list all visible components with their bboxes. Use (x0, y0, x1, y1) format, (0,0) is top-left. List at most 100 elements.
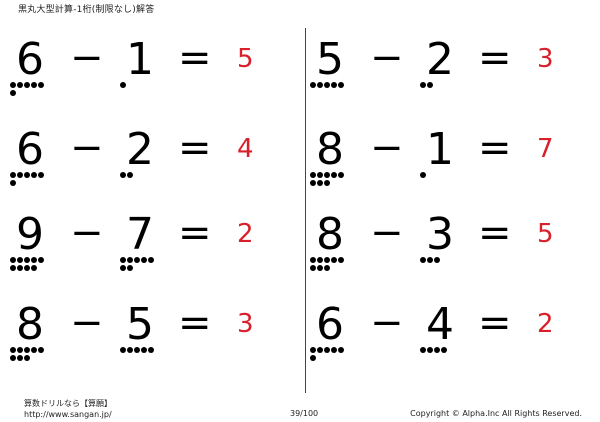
equals-sign: = (178, 210, 212, 256)
minuend-dots (10, 82, 44, 98)
minus-sign: − (70, 35, 104, 81)
dot-row (10, 265, 44, 272)
equals-sign: = (478, 300, 512, 346)
counting-dot (324, 265, 330, 271)
counting-dot (434, 257, 440, 263)
counting-dot (17, 355, 23, 361)
counting-dot (317, 347, 323, 353)
counting-dot (338, 257, 344, 263)
counting-dot (31, 82, 37, 88)
equals-sign: = (478, 125, 512, 171)
counting-dot (324, 257, 330, 263)
counting-dot (324, 172, 330, 178)
counting-dot (38, 82, 44, 88)
dot-row (310, 265, 344, 272)
minuend: 6 (16, 34, 44, 85)
minuend-dots (10, 172, 44, 188)
counting-dot (420, 82, 426, 88)
subtrahend-dots (420, 257, 440, 265)
counting-dot (24, 347, 30, 353)
minus-sign: − (70, 210, 104, 256)
counting-dot (331, 257, 337, 263)
counting-dot (31, 265, 37, 271)
counting-dot (310, 172, 316, 178)
dot-row (10, 180, 44, 187)
counting-dot (10, 82, 16, 88)
counting-dot (127, 265, 133, 271)
minuend-dots (310, 82, 344, 90)
equals-sign: = (478, 210, 512, 256)
dot-row (120, 347, 154, 354)
counting-dot (441, 347, 447, 353)
counting-dot (38, 347, 44, 353)
dot-row (420, 82, 433, 89)
answer: 5 (537, 219, 554, 249)
counting-dot (331, 172, 337, 178)
counting-dot (317, 257, 323, 263)
counting-dot (127, 347, 133, 353)
counting-dot (427, 347, 433, 353)
answer: 5 (237, 44, 254, 74)
subtrahend-dots (120, 347, 154, 355)
counting-dot (10, 355, 16, 361)
subtrahend-dots (120, 82, 126, 90)
counting-dot (134, 257, 140, 263)
counting-dot (17, 257, 23, 263)
counting-dot (31, 257, 37, 263)
counting-dot (324, 180, 330, 186)
subtrahend: 1 (126, 34, 154, 85)
dot-row (120, 172, 133, 179)
subtrahend: 1 (426, 124, 454, 175)
counting-dot (317, 265, 323, 271)
counting-dot (10, 180, 16, 186)
minuend: 6 (316, 299, 344, 350)
counting-dot (38, 172, 44, 178)
counting-dot (331, 82, 337, 88)
counting-dot (317, 172, 323, 178)
dot-row (310, 257, 344, 264)
counting-dot (310, 265, 316, 271)
minuend: 8 (316, 209, 344, 260)
dot-row (120, 82, 126, 89)
counting-dot (31, 172, 37, 178)
subtrahend: 4 (426, 299, 454, 350)
counting-dot (10, 347, 16, 353)
counting-dot (338, 347, 344, 353)
answer: 2 (237, 219, 254, 249)
dot-row (310, 82, 344, 89)
counting-dot (120, 347, 126, 353)
minus-sign: − (70, 125, 104, 171)
answer: 2 (537, 309, 554, 339)
dot-row (310, 172, 344, 179)
subtrahend: 7 (126, 209, 154, 260)
footer-brand: 算数ドリルなら【算願】 (24, 399, 112, 408)
equals-sign: = (178, 125, 212, 171)
counting-dot (141, 257, 147, 263)
counting-dot (310, 355, 316, 361)
counting-dot (24, 355, 30, 361)
counting-dot (434, 347, 440, 353)
minuend-dots (310, 347, 344, 363)
counting-dot (120, 257, 126, 263)
subtrahend: 3 (426, 209, 454, 260)
subtrahend: 2 (126, 124, 154, 175)
counting-dot (10, 257, 16, 263)
counting-dot (420, 172, 426, 178)
counting-dot (427, 257, 433, 263)
footer-url[interactable]: http://www.sangan.jp/ (24, 410, 112, 419)
counting-dot (338, 82, 344, 88)
page-title: 黒丸大型計算-1桁(制限なし)解答 (18, 5, 155, 15)
counting-dot (141, 347, 147, 353)
dot-row (120, 257, 154, 264)
minus-sign: − (370, 300, 404, 346)
minuend-dots (10, 347, 44, 363)
counting-dot (17, 265, 23, 271)
dot-row (420, 257, 440, 264)
counting-dot (427, 82, 433, 88)
equals-sign: = (478, 35, 512, 81)
counting-dot (420, 347, 426, 353)
counting-dot (24, 82, 30, 88)
minuend-dots (310, 172, 344, 188)
minuend: 9 (16, 209, 44, 260)
column-divider (305, 28, 306, 393)
